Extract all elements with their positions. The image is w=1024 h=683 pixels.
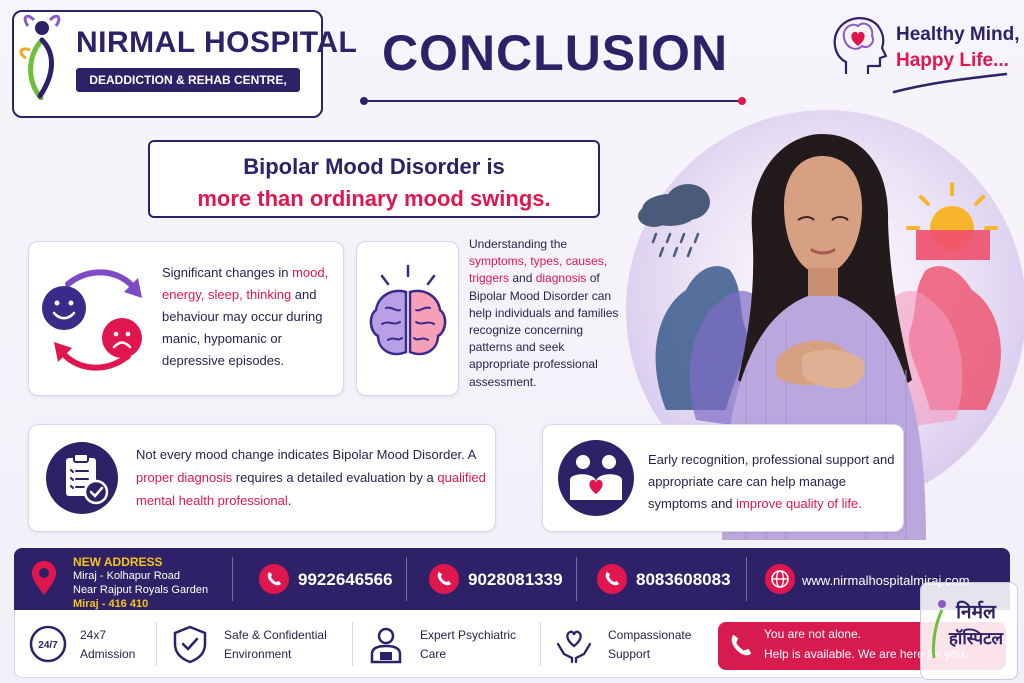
feature-divider	[540, 622, 541, 666]
tagline-line2: Happy Life...	[896, 50, 1009, 71]
clock-24-7-icon: 24/7	[29, 625, 67, 663]
headline-line1: Bipolar Mood Disorder is	[243, 154, 505, 179]
card1-text-1: Significant changes in	[162, 265, 293, 280]
card1-hl-thinking: thinking	[246, 287, 292, 302]
card1-text-2: and behaviour may occur during manic, hy…	[162, 287, 323, 368]
address-title: NEW ADDRESS	[73, 555, 163, 569]
footer-contact-bar	[14, 548, 1010, 610]
feature-safe-l2: Environment	[224, 647, 292, 661]
footer-divider	[232, 557, 233, 601]
feature-divider	[352, 622, 353, 666]
footer-divider	[576, 557, 577, 601]
badge-24-7: 24/7	[38, 640, 58, 651]
shield-check-icon	[173, 625, 207, 664]
doctor-icon	[370, 627, 402, 664]
card4-text: Early recognition, professional support …	[648, 449, 900, 515]
feature-divider	[156, 622, 157, 666]
stamp-line2: हॉस्पिटल	[948, 628, 1005, 649]
phone-icon	[597, 564, 627, 594]
brain-icon	[369, 264, 447, 356]
card2-text-2: and	[509, 271, 536, 286]
feature-safe-l1: Safe & Confidential	[224, 628, 327, 642]
phone-icon	[259, 564, 289, 594]
footer-divider	[746, 557, 747, 601]
phone-icon	[731, 634, 752, 656]
logo-box	[12, 10, 323, 118]
hands-heart-icon	[556, 630, 592, 664]
family-heart-icon	[558, 440, 634, 516]
headline-line2: more than ordinary mood swings.	[197, 186, 551, 211]
phone-number-2[interactable]: 9028081339	[468, 570, 563, 589]
address-line2: Near Rajput Royals Garden	[73, 584, 209, 596]
hospital-stamp-logo: निर्मल हॉस्पिटल	[932, 600, 1005, 659]
card1-hl-energy: energy,	[162, 287, 205, 302]
logo-figure-icon	[19, 14, 61, 100]
headline-box: Bipolar Mood Disorder is more than ordin…	[148, 140, 600, 218]
card3-hl-professional: qualified mental health professional	[136, 470, 486, 508]
phone-icon	[429, 564, 459, 594]
card4-hl-quality: improve quality of life.	[736, 496, 862, 511]
card3-text-1: Not every mood change indicates Bipolar …	[136, 447, 476, 462]
card3-text: Not every mood change indicates Bipolar …	[136, 443, 488, 512]
feature-expert-l2: Care	[420, 647, 447, 661]
feature-expert-l1: Expert Psychiatric	[420, 628, 517, 642]
tagline-swoosh	[892, 72, 1008, 94]
page-title: CONCLUSION	[381, 25, 729, 81]
title-dot-right	[738, 97, 746, 105]
phone-number-1[interactable]: 9922646566	[298, 570, 393, 589]
card2-hl-symptoms: symptoms, types, causes, triggers	[469, 254, 608, 286]
title-underline	[364, 100, 742, 102]
feature-admission-l1: 24x7	[80, 628, 107, 642]
card1-hl-sleep: sleep,	[208, 287, 243, 302]
card4-text-1: Early recognition, professional support …	[648, 452, 895, 511]
clipboard-check-icon	[46, 442, 118, 514]
feature-compassionate-l1: Compassionate	[608, 628, 692, 642]
globe-icon	[765, 564, 795, 594]
footer-divider	[406, 557, 407, 601]
support-line2: Help is available. We are here for you.	[764, 647, 968, 661]
sun-icon	[906, 182, 998, 260]
rain-cloud-icon	[638, 184, 710, 258]
card1-text: Significant changes in mood, energy, sle…	[162, 262, 340, 372]
card3-text-3: .	[287, 493, 292, 508]
tagline-line1: Healthy Mind,	[896, 24, 1020, 45]
feature-admission-l2: Admission	[80, 647, 136, 661]
card2-text-1: Understanding the	[469, 237, 568, 251]
card2-text-3: of Bipolar Mood Disorder can help indivi…	[469, 271, 619, 389]
feature-compassionate-l2: Support	[608, 647, 651, 661]
brand-name: NIRMAL HOSPITAL	[76, 26, 358, 59]
address-line3: Miraj - 416 410	[73, 598, 149, 610]
address-line1: Miraj - Kolhapur Road	[73, 570, 180, 582]
mood-cycle-icon	[42, 269, 142, 371]
card2-text: Understanding the symptoms, types, causes…	[469, 236, 619, 391]
head-heart-icon	[833, 17, 888, 74]
title-dot-left	[360, 97, 368, 105]
location-pin-icon	[32, 561, 56, 595]
card2-hl-diagnosis: diagnosis	[535, 271, 587, 286]
support-line1: You are not alone.	[764, 627, 861, 641]
card1-hl-mood: mood,	[292, 265, 329, 280]
brand-subtitle: DEADDICTION & REHAB CENTRE, MIRAJ	[76, 68, 300, 111]
card3-text-2: requires a detailed evaluation by a	[232, 470, 438, 485]
phone-number-3[interactable]: 8083608083	[636, 570, 731, 589]
card3-hl-proper-diagnosis: proper diagnosis	[136, 470, 233, 485]
stamp-line1: निर्मल	[955, 600, 997, 623]
